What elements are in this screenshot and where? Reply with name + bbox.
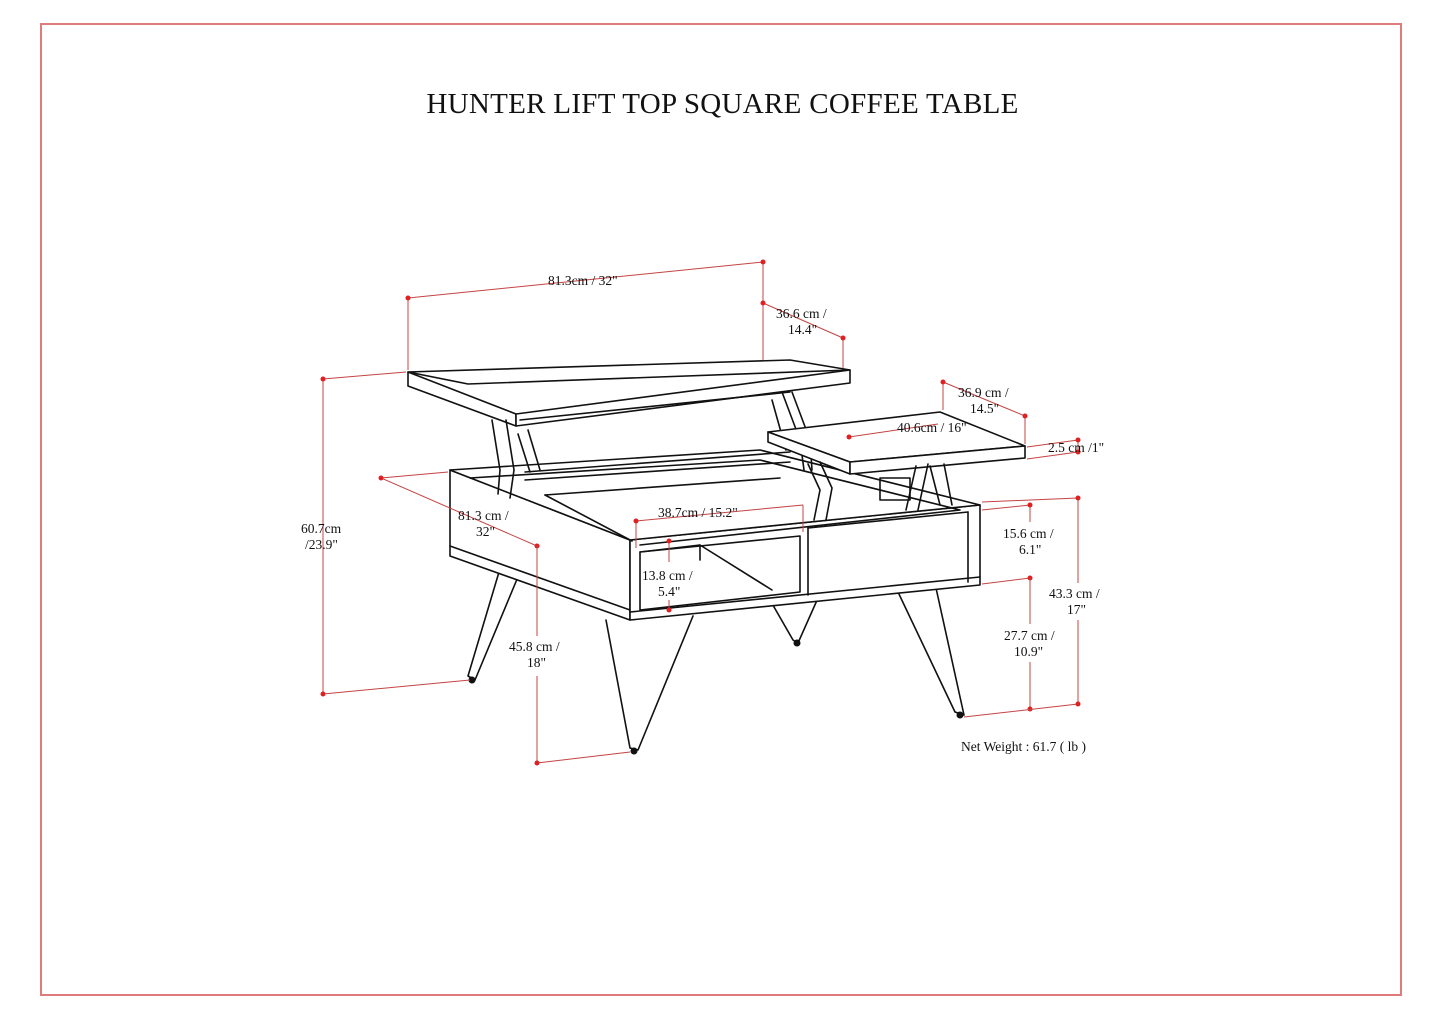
dim-clearance-2: 10.9" [1014,644,1043,659]
dim-clearance-1: 27.7 cm / [1004,628,1055,643]
dim-shelf-width: 38.7cm / 15.2" [658,505,738,520]
dim-top-depth-2: 14.4" [788,322,817,337]
leg-front [605,615,694,751]
dim-body-height-2: 17" [1067,602,1086,617]
dim-shelf-height-1: 13.8 cm / [642,568,693,583]
page-title: HUNTER LIFT TOP SQUARE COFFEE TABLE [426,88,1019,120]
leg-back-left [467,561,521,681]
dimension-lines [320,259,1081,766]
dim-small-top-depth-1: 36.9 cm / [958,385,1009,400]
lift-arm-left [491,419,515,499]
page-border [40,23,1402,996]
dim-drawer-height-1: 15.6 cm / [1003,526,1054,541]
dim-body-height-1: 43.3 cm / [1049,586,1100,601]
dim-top-depth-1: 36.6 cm / [776,306,827,321]
dim-small-top-width: 40.6cm / 16" [897,420,967,435]
dim-body-depth-2: 32" [476,524,495,539]
dim-top-thickness: 2.5 cm /1" [1048,440,1104,455]
dim-drawer-height-2: 6.1" [1019,542,1041,557]
dim-small-top-depth-2: 14.5" [970,401,999,416]
dimension-labels: 81.3cm / 32" 36.6 cm / 14.4" 36.9 cm / 1… [301,273,1104,670]
dim-leg-height-1: 45.8 cm / [509,639,560,654]
dim-shelf-height-2: 5.4" [658,584,680,599]
net-weight: Net Weight : 61.7 ( lb ) [961,739,1087,754]
dim-total-height-1: 60.7cm [301,521,342,536]
table-drawing [407,359,1026,755]
shelf-opening [639,535,801,611]
dim-leg-height-2: 18" [527,655,546,670]
dim-total-height-2: /23.9" [305,537,338,552]
dim-body-depth-1: 81.3 cm / [458,508,509,523]
dim-top-length: 81.3cm / 32" [548,273,618,288]
leg-front-right [897,587,965,716]
